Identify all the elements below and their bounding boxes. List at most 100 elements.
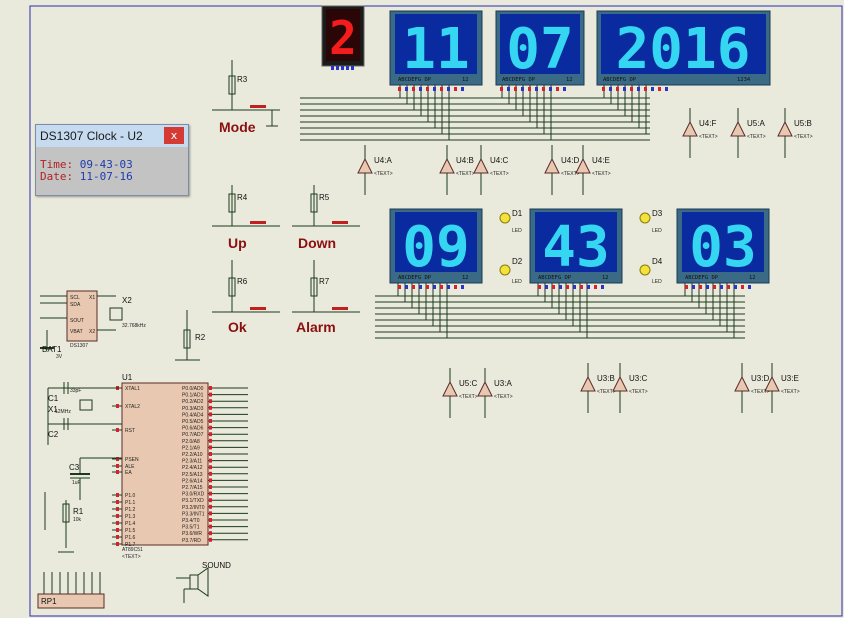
gate-label: U5:A xyxy=(747,119,765,128)
r7-label: R7 xyxy=(319,277,330,286)
x2-value: 32.768kHz xyxy=(122,323,146,329)
pin-label: P2.7/A15 xyxy=(182,485,203,491)
pin-label: P1.4 xyxy=(125,521,136,527)
ds1307-chip[interactable]: SCL SDA SOUT VBAT X1 X2 DS1307 X2 32.768… xyxy=(40,290,146,349)
ok-button-circuit[interactable]: R6 Ok xyxy=(212,260,280,335)
pin-label: PSEN xyxy=(125,457,139,463)
window-titlebar[interactable]: DS1307 Clock - U2 x xyxy=(36,125,188,147)
gate-label: U4:E xyxy=(592,156,610,165)
gate-label: U5:C xyxy=(459,379,477,388)
part-label: DS1307 xyxy=(70,343,88,349)
alarm-button-circuit[interactable]: R7 Alarm xyxy=(292,260,360,335)
u1-left-pins: XTAL1XTAL2RSTPSENALEEAP1.0P1.1P1.2P1.3P1… xyxy=(112,386,140,548)
day-display[interactable]: 11 ABCDEFG DP 12 xyxy=(389,10,483,86)
c3-label: C3 xyxy=(69,463,80,472)
pin-label: P0.1/AD1 xyxy=(182,393,204,399)
pin-label: ABCDEFG DP xyxy=(603,77,637,83)
date-label: Date: xyxy=(40,170,74,183)
text-tag: <TEXT> xyxy=(629,389,648,395)
gate-label: U3:E xyxy=(781,374,799,383)
text-tag: <TEXT> xyxy=(597,389,616,395)
pin-label: ABCDEFG DP xyxy=(398,275,432,281)
x2-label: X2 xyxy=(122,296,132,305)
pin-label: P1.7 xyxy=(125,542,136,548)
down-button-label: Down xyxy=(298,235,336,251)
ok-button-label: Ok xyxy=(228,319,247,335)
common-label: 12 xyxy=(462,275,469,281)
hour-display[interactable]: 09 ABCDEFG DP 12 xyxy=(389,208,483,284)
gate-label: U4:F xyxy=(699,119,716,128)
u1-part: AT89C51 xyxy=(122,547,143,553)
time-label: Time: xyxy=(40,158,74,171)
segment-bus-bottom xyxy=(375,283,745,339)
close-button[interactable]: x xyxy=(164,127,184,144)
pin-label: P0.7/AD7 xyxy=(182,432,204,438)
r3-label: R3 xyxy=(237,75,248,84)
pin-label: ABCDEFG DP xyxy=(538,275,572,281)
pin-label: P3.6/WR xyxy=(182,531,202,537)
sound-buzzer[interactable]: SOUND xyxy=(176,561,231,603)
mode-7seg-display[interactable]: 2 xyxy=(321,5,365,70)
pin-label: ABCDEFG DP xyxy=(502,77,536,83)
down-button-circuit[interactable]: R5 Down xyxy=(292,185,360,251)
year-display[interactable]: 2016 ABCDEFG DP 1234 xyxy=(596,10,771,86)
text-tag: <TEXT> xyxy=(374,171,393,177)
time-value: 09-43-03 xyxy=(79,158,133,171)
ds1307-clock-window[interactable]: DS1307 Clock - U2 x Time: 09-43-03 Date:… xyxy=(35,124,189,196)
led-type: LED xyxy=(512,279,522,285)
pin-label: P0.0/AD0 xyxy=(182,386,204,392)
pin-label: P0.6/AD6 xyxy=(182,426,204,432)
pin-label: P3.2/INT0 xyxy=(182,505,205,511)
c3-value: 1uF xyxy=(72,480,81,486)
r4-label: R4 xyxy=(237,193,248,202)
alarm-button-label: Alarm xyxy=(296,319,336,335)
second-display[interactable]: 03 ABCDEFG DP 12 xyxy=(676,208,770,284)
pin-label: ABCDEFG DP xyxy=(398,77,432,83)
window-title: DS1307 Clock - U2 xyxy=(40,129,143,143)
led-type: LED xyxy=(512,228,522,234)
pin-label: P0.2/AD2 xyxy=(182,399,204,405)
month-display[interactable]: 07 ABCDEFG DP 12 xyxy=(495,10,585,86)
rp1-resistor-pack[interactable]: RP1 xyxy=(37,572,105,609)
text-tag: <TEXT> xyxy=(561,171,580,177)
minute-display[interactable]: 43 ABCDEFG DP 12 xyxy=(529,208,623,284)
x1-value: 12MHz xyxy=(55,409,71,415)
u1-microcontroller[interactable]: U1 AT89C51 <TEXT> XTAL1XTAL2RSTPSENALEEA… xyxy=(112,373,248,560)
c1-label: C1 xyxy=(48,394,59,403)
pin-label: SOUT xyxy=(70,318,84,324)
reset-circuit[interactable]: C3 1uF R1 10k xyxy=(44,457,122,553)
pin-label: P0.4/AD4 xyxy=(182,412,204,418)
sound-label: SOUND xyxy=(202,561,231,570)
pin-label: P2.0/A8 xyxy=(182,439,200,445)
up-button-circuit[interactable]: R4 Up xyxy=(212,185,280,251)
text-tag: <TEXT> xyxy=(490,171,509,177)
hour-digits: 09 xyxy=(402,215,469,280)
pin-label: P2.6/A14 xyxy=(182,478,203,484)
battery[interactable]: BAT1 3V xyxy=(40,330,63,360)
r2-resistor[interactable]: R2 xyxy=(175,310,206,361)
text-tag: <TEXT> xyxy=(456,171,475,177)
mode-button-circuit[interactable]: R3 Mode xyxy=(212,60,280,135)
led-label: D3 xyxy=(652,209,663,218)
pin-label: P2.2/A10 xyxy=(182,452,203,458)
pin-label: P1.2 xyxy=(125,507,136,513)
pin-label: P2.3/A11 xyxy=(182,459,202,465)
gate-label: U4:C xyxy=(490,156,508,165)
r1-value: 10k xyxy=(73,517,82,523)
pin-label: P2.1/A9 xyxy=(182,445,200,451)
common-label: 1234 xyxy=(737,77,751,83)
r5-label: R5 xyxy=(319,193,330,202)
date-readout: Date: 11-07-16 xyxy=(40,170,133,183)
r6-label: R6 xyxy=(237,277,248,286)
year-digits: 2016 xyxy=(616,17,751,82)
text-tag: <TEXT> xyxy=(699,134,718,140)
text-tag: <TEXT> xyxy=(794,134,813,140)
pin-label: P1.5 xyxy=(125,528,136,534)
sheet-border xyxy=(29,5,843,617)
crystal-circuit[interactable]: C1 C2 X1 33pF 12MHz xyxy=(47,382,122,445)
